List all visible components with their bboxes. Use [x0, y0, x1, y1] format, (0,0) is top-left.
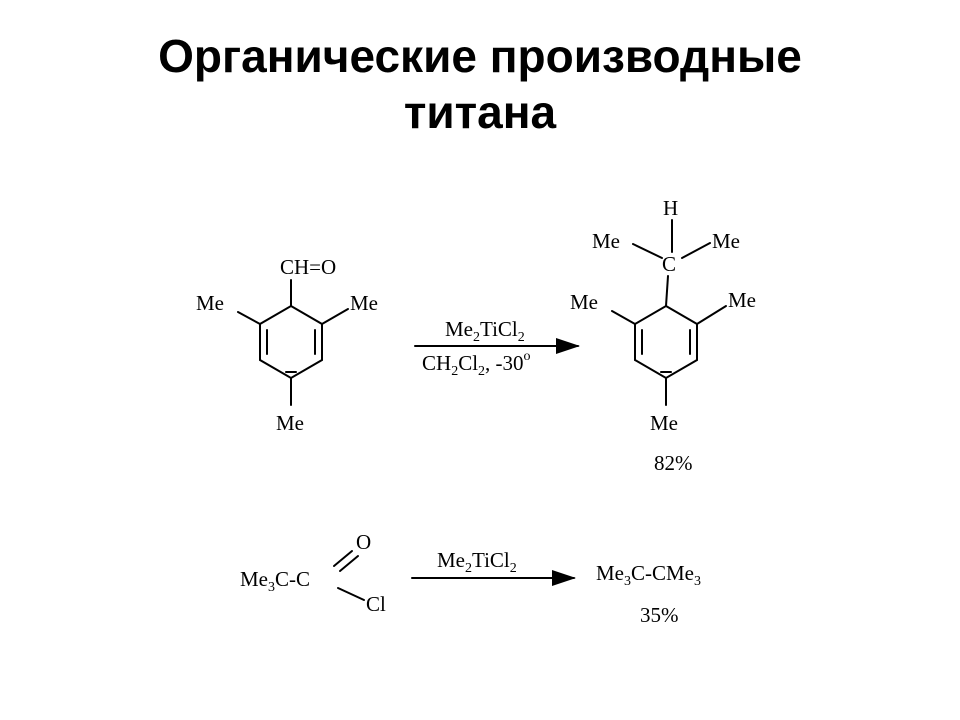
chlorine-label: Cl [366, 592, 386, 616]
benzene-ring [259, 304, 323, 380]
title-line-2: титана [403, 86, 557, 138]
methyl-label: Me [276, 411, 304, 435]
methyl-label: Me [650, 411, 678, 435]
methyl-label: Me [712, 229, 740, 253]
formula-label: Me3C-C [240, 567, 310, 595]
methyl-label: Me [350, 291, 378, 315]
reagent-label: Me2TiCl2 [445, 317, 525, 345]
benzene-ring [634, 304, 698, 380]
bond-to-me-left [611, 310, 636, 325]
bond-c-o-double [333, 550, 353, 567]
methyl-label: Me [592, 229, 620, 253]
conditions-label: CH2Cl2, -30o [422, 349, 531, 379]
hydrogen-label: H [663, 196, 678, 220]
reactant-pivaloyl-chloride: Me3C-C O Cl [240, 530, 386, 616]
methyl-label: Me [728, 288, 756, 312]
bond-to-me-right [321, 308, 349, 325]
product-hexamethylethane: Me3C-CMe3 35% [596, 561, 701, 627]
formula-label: Me3C-CMe3 [596, 561, 701, 589]
aldehyde-label: CH=O [280, 255, 336, 279]
bond-c-me [632, 243, 663, 259]
bond-to-ch [665, 275, 669, 307]
product-mesityl-isopropyl: H Me Me C Me Me Me 82% [570, 196, 756, 475]
slide-title: Органические производные титана [0, 28, 960, 140]
methyl-label: Me [570, 290, 598, 314]
bond-to-me-right [696, 305, 727, 325]
oxygen-label: O [356, 530, 371, 554]
bond-c-o-double [339, 555, 359, 572]
reagent-label: Me2TiCl2 [437, 548, 517, 576]
bond-c-cl [337, 587, 365, 601]
title-line-1: Органические производные [158, 30, 802, 82]
reactant-mesitaldehyde: CH=O Me Me Me [196, 255, 378, 435]
carbon-label: C [662, 252, 676, 276]
reaction-arrow-1: Me2TiCl2 CH2Cl2, -30o [414, 317, 580, 379]
methyl-label: Me [196, 291, 224, 315]
bond-to-me-left [237, 311, 261, 325]
reaction-arrow-2: Me2TiCl2 [411, 548, 576, 586]
yield-label: 82% [654, 451, 693, 475]
yield-label: 35% [640, 603, 679, 627]
bond-c-me [681, 242, 711, 259]
